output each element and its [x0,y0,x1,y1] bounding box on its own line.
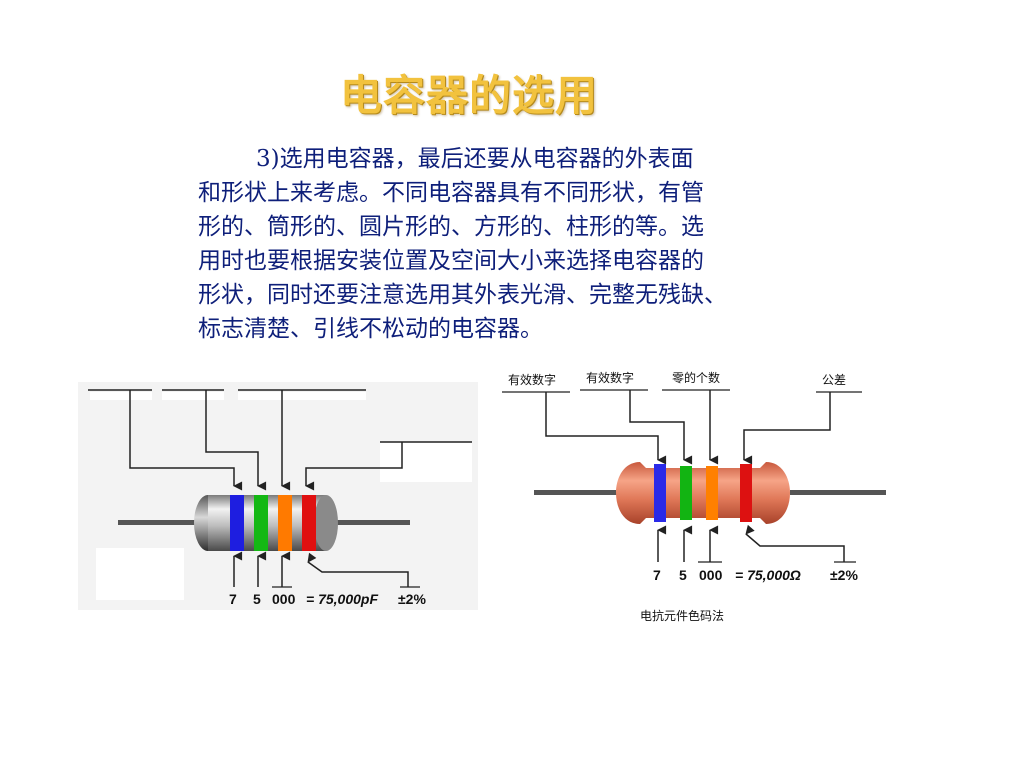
resistor-multiplier: 000 [699,567,723,583]
paragraph-line-5: 形状，同时还要注意选用其外表光滑、完整无残缺、 [198,282,727,308]
capacitor-diagram: 7 5 000 = 75,000pF ±2% [78,382,478,610]
paragraph-line-2: 和形状上来考虑。不同电容器具有不同形状，有管 [198,180,704,206]
paragraph-line-4: 用时也要根据安装位置及空间大小来选择电容器的 [198,248,704,274]
label-significant-digit-2: 有效数字 [586,370,634,385]
resistor-diagram: 有效数字 有效数字 零的个数 公差 7 5 000 = 75,000Ω ±2% … [502,370,886,623]
paragraph-line-6: 标志清楚、引线不松动的电容器。 [198,316,543,342]
resistor-band-4 [740,464,752,522]
paragraph-line-1: 3)选用电容器，最后还要从电容器的外表面 [256,146,694,172]
resistor-caption: 电抗元件色码法 [640,608,724,623]
capacitor-band-1 [230,495,244,551]
resistor-tolerance: ±2% [830,567,858,583]
label-multiplier: 零的个数 [672,370,720,385]
resistor-band-1 [654,464,666,522]
capacitor-multiplier: 000 [272,591,296,607]
capacitor-band-2 [254,495,268,551]
page-title: 电容器的选用 [340,71,599,120]
resistor-band-3 [706,466,718,520]
paragraph: 3)选用电容器，最后还要从电容器的外表面 和形状上来考虑。不同电容器具有不同形状… [198,142,848,346]
resistor-digit-1: 7 [653,567,661,583]
capacitor-digit-2: 5 [253,591,261,607]
resistor-digit-2: 5 [679,567,687,583]
resistor-equation: = 75,000Ω [735,567,801,583]
capacitor-digit-1: 7 [229,591,237,607]
capacitor-band-4 [302,495,316,551]
label-significant-digit-1: 有效数字 [508,372,556,387]
paragraph-line-3: 形的、筒形的、圆片形的、方形的、柱形的等。选 [198,214,704,240]
capacitor-tolerance: ±2% [398,591,426,607]
capacitor-band-3 [278,495,292,551]
capacitor-equation: = 75,000pF [306,591,378,607]
resistor-band-2 [680,466,692,520]
label-tolerance: 公差 [822,373,846,387]
